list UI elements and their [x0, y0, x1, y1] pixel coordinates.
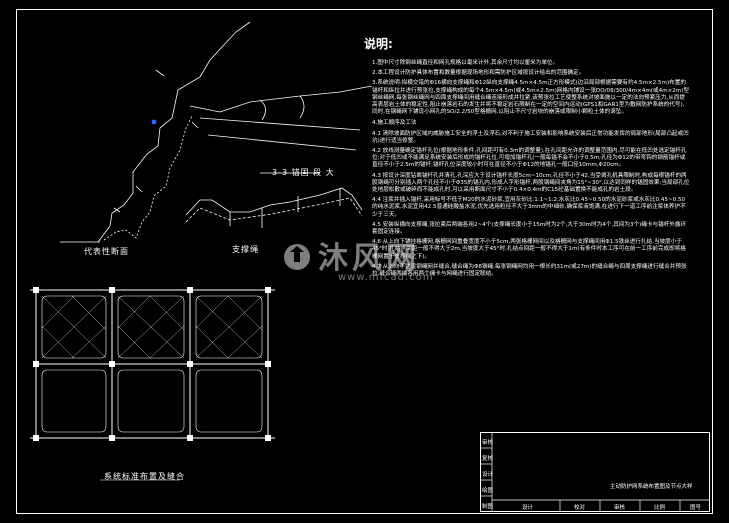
notes-list: 1.图中尺寸除钢丝绳直径和网孔规格以毫米计外,其余尺寸均以厘米为单位。 2.本工…	[372, 60, 690, 281]
note-item: 4.4 注浆并插入锚杆,采用标号不低于M20的水泥砂浆,宜用灰砂比:1:1~1:…	[372, 197, 686, 218]
layout-caption: 系统标准布置及缝合	[104, 472, 185, 481]
note-item: 4.2 放线测量确定锚杆孔位(根据地形条件,孔间距可有0.3m的调整量),在孔间…	[372, 148, 687, 169]
title-block-side-cell: 复核	[482, 456, 494, 462]
note-item: 4.3 按设计深度钻凿锚杆孔并清孔,孔深应大于设计锚杆长度5cm~10cm,孔径…	[372, 172, 690, 194]
note-item: 2.本工程设计防护具体布置和数量根据现场地形和需防护区域按设计给出的范围确定。	[372, 70, 585, 77]
note-item: 4.施工顺序及工法	[372, 120, 417, 127]
slope-profile-line-2	[103, 115, 193, 241]
support-rope-label: 支撑绳	[232, 245, 259, 254]
support-rope-profile	[185, 187, 363, 216]
title-block-bottom-cell: 图号	[690, 505, 702, 511]
typical-section-label: 代表性断面	[84, 247, 129, 256]
title-block-side-cell: 制图	[482, 504, 494, 510]
title-block-side-cell: 绘图	[482, 488, 494, 494]
watermark-logo	[284, 244, 310, 270]
title-block-bottom-cell: 比例	[654, 505, 666, 511]
watermark-url: www.mfcad.com	[338, 272, 434, 283]
note-item: 3.系统说明:拟横交错的Φ16横向支撑绳和Φ12纵向支撑绳4.5m×4.5m正方…	[372, 80, 690, 116]
note-item: 4.5 安装纵横向支撑绳,张拉紧后两端各用2~4个(支撑绳长度小于15m时为2个…	[372, 221, 687, 236]
grid-anchor-points	[33, 287, 271, 441]
title-block-bottom-cell: 校对	[574, 505, 586, 511]
diamond-mesh	[41, 295, 263, 359]
layout-grid	[30, 289, 275, 439]
drawing-frame	[16, 9, 713, 514]
title-block-bottom-cell: 审核	[614, 505, 626, 511]
drawing-main-title: 主动防护网系统布置图及节点大样	[610, 484, 693, 490]
note-item: 4.6 从上向下铺挂格栅网,格栅网间重叠宽度不小于5cm,两张格栅网间以及格栅网…	[372, 239, 686, 260]
title-block-bottom-cell: 设计	[522, 505, 534, 511]
note-item: 4.1 清除坡面防护区域内威胁施工安全的浮土及浮石,对不利于施工安装和影响系统安…	[372, 130, 689, 144]
anchor-detail-label: 3-3 锚固 段 大	[272, 168, 335, 177]
title-block-lines	[480, 432, 710, 512]
slope-profile-line	[97, 21, 251, 243]
notes-title: 说明:	[364, 37, 393, 51]
title-block-side-cell: 审核	[482, 440, 494, 446]
note-item: 1.图中尺寸除钢丝绳直径和网孔规格以毫米计外,其余尺寸均以厘米为单位。	[372, 60, 559, 66]
note-item: 4.7 从上向下铺设钢绳网并缝合,缝合绳为Φ8钢绳,每张钢绳网均用一根长约31m…	[372, 263, 687, 278]
anchor-detail-slope	[189, 85, 373, 113]
title-block	[480, 432, 710, 512]
title-block-side-cell: 设计	[482, 472, 494, 478]
location-marker	[151, 119, 157, 125]
watermark-text: 沐风网	[318, 241, 420, 276]
